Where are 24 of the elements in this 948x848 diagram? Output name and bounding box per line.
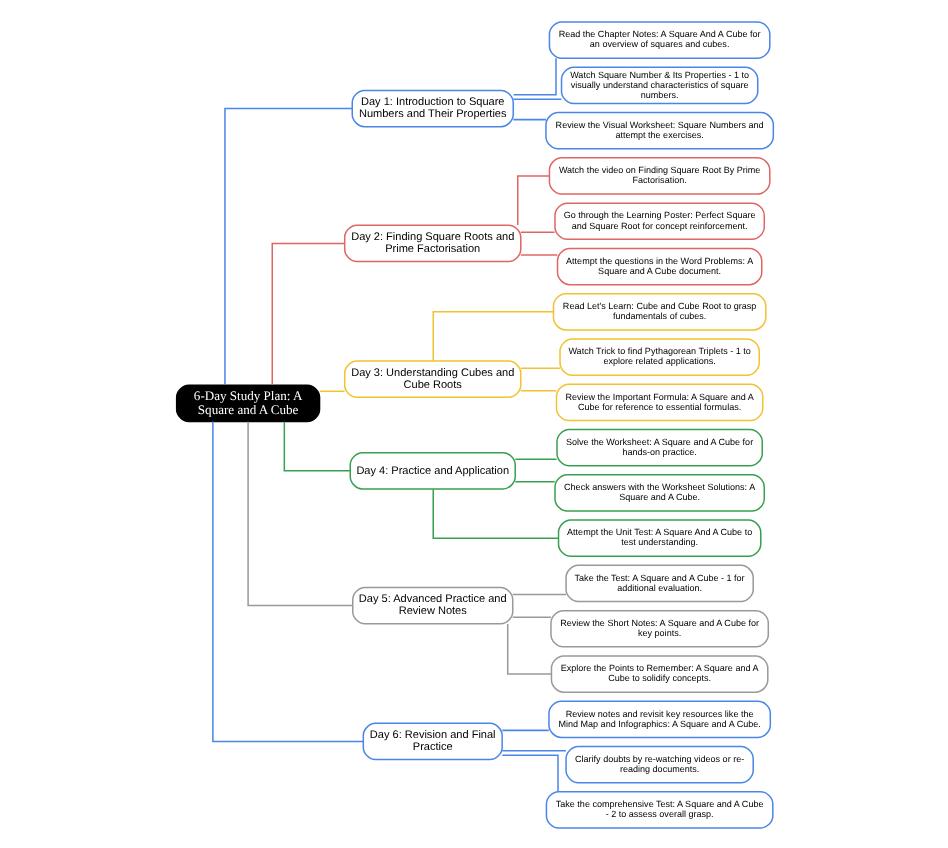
connector bbox=[511, 97, 562, 99]
connector bbox=[282, 420, 350, 471]
connector bbox=[318, 389, 345, 392]
connector bbox=[513, 457, 557, 459]
connector bbox=[510, 592, 566, 595]
connector bbox=[505, 622, 551, 674]
connector bbox=[519, 253, 558, 255]
connector bbox=[500, 753, 558, 792]
connector bbox=[516, 174, 549, 225]
connector bbox=[223, 106, 352, 385]
connector bbox=[431, 310, 554, 361]
connector bbox=[211, 419, 363, 742]
connector bbox=[500, 749, 566, 751]
connector bbox=[519, 366, 560, 368]
connector bbox=[270, 241, 345, 385]
connector bbox=[519, 389, 556, 391]
connector bbox=[510, 615, 551, 617]
connector bbox=[511, 117, 546, 120]
connector bbox=[519, 230, 555, 233]
connector bbox=[431, 487, 559, 538]
connector bbox=[513, 480, 555, 482]
connector bbox=[500, 728, 549, 731]
connector bbox=[511, 56, 556, 95]
connector bbox=[246, 419, 353, 606]
